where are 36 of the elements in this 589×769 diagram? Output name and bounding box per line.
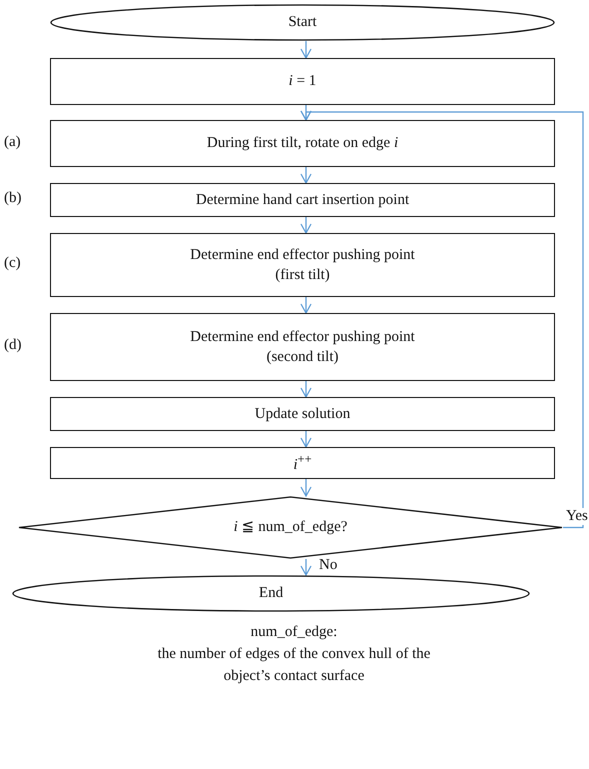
terminal-ellipse	[12, 575, 530, 612]
arrow	[300, 479, 312, 497]
arrow	[300, 431, 312, 448]
step-text: Determine end effector pushing point (second tilt)	[189, 328, 416, 367]
arrow	[300, 167, 312, 184]
process-box	[50, 120, 555, 167]
process-box	[50, 183, 555, 217]
arrow	[300, 217, 312, 234]
process-box	[50, 397, 555, 431]
arrow	[300, 297, 312, 314]
process-box	[50, 58, 555, 105]
step-text: End	[258, 584, 284, 604]
note-term: num_of_edge:	[250, 623, 338, 642]
step-text: Update solution	[254, 404, 350, 424]
arrow	[300, 381, 312, 398]
decision-diamond	[18, 496, 563, 559]
arrow	[300, 559, 312, 576]
step-marker: (a)	[4, 134, 21, 150]
edge-label: Yes	[565, 508, 589, 524]
process-box	[50, 233, 555, 297]
step-text: i$^{++}$	[293, 450, 312, 475]
step-text: During first tilt, rotate on edge i	[206, 134, 398, 154]
terminal-ellipse	[50, 4, 555, 41]
arrow	[300, 110, 584, 528]
step-text: Determine end effector pushing point (first tilt)	[189, 246, 416, 285]
step-text: Start	[288, 13, 317, 32]
note-text: the number of edges of the convex hull of the object’s contact surface	[156, 645, 432, 686]
step-marker: (c)	[4, 255, 21, 272]
step-marker: (b)	[4, 190, 22, 207]
process-box	[50, 447, 555, 479]
step-marker: (d)	[4, 337, 22, 354]
step-text: i = 1	[288, 72, 316, 92]
step-text: i ≦ num_of_edge?	[234, 518, 348, 538]
process-box	[50, 313, 555, 381]
step-text: Determine hand cart insertion point	[196, 190, 410, 210]
arrow	[300, 41, 312, 59]
